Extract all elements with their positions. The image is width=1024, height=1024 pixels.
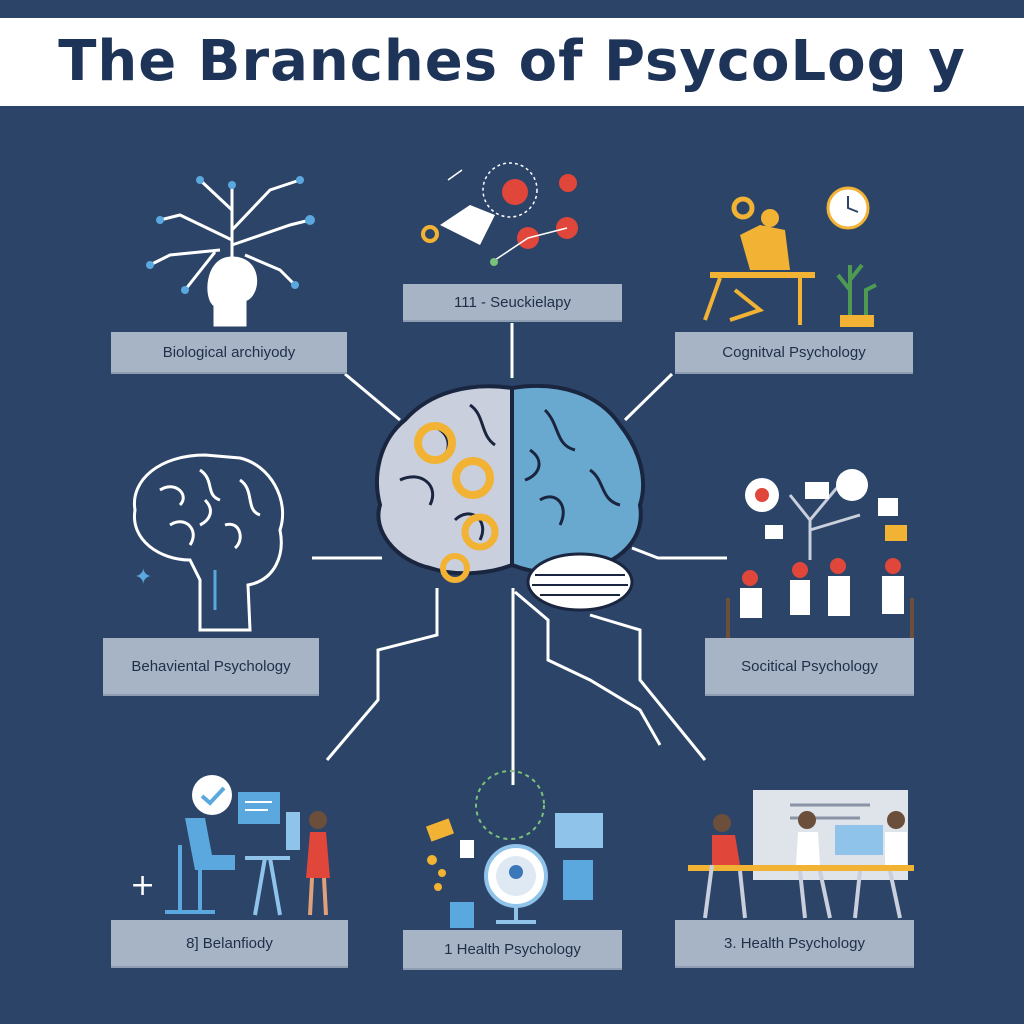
central-brain-icon: [375, 383, 645, 612]
connector-biological: [344, 372, 401, 422]
plus-icon: +: [130, 868, 155, 903]
branch-label-bottom-left: 8] Belanfiody: [111, 920, 348, 968]
gear-icon: [414, 422, 456, 464]
branch-label-behavioral: Behaviental Psychology: [103, 638, 319, 696]
branch-label-health-right: 3. Health Psychology: [675, 920, 914, 968]
gear-icon: [452, 457, 494, 499]
branch-label-social: Socitical Psychology: [705, 638, 914, 696]
branch-label-health-center: 1 Health Psychology: [403, 930, 622, 970]
connector-bottom-left: [325, 588, 439, 761]
connector-bottom-right-b: [589, 613, 707, 761]
head-circuit-icon: [146, 176, 315, 327]
social-network-icon: [726, 469, 914, 642]
brain-outline-icon: [132, 453, 285, 632]
title-bar: The Branches of PsycoLog y: [0, 18, 1024, 106]
health-gadgets-icon: [425, 770, 603, 928]
connector-bottom-right-a: [514, 590, 662, 746]
connector-lines: [312, 323, 727, 785]
branch-label-biological: Biological archiyody: [111, 332, 347, 374]
connector-social: [631, 546, 727, 560]
page-title: The Branches of PsycoLog y: [58, 29, 966, 94]
sparkle-icon: ✦: [134, 565, 152, 590]
therapy-session-icon: [165, 775, 330, 916]
gear-icon: [440, 553, 470, 583]
gears-network-icon: [421, 162, 578, 266]
branch-label-top-center: 111 - Seuckielapy: [403, 284, 622, 322]
office-team-icon: [688, 790, 914, 919]
gear-icon: [461, 513, 499, 551]
desk-worker-icon: [703, 186, 877, 327]
connector-cognitive: [623, 372, 674, 422]
branch-label-cognitive: Cognitval Psychology: [675, 332, 913, 374]
